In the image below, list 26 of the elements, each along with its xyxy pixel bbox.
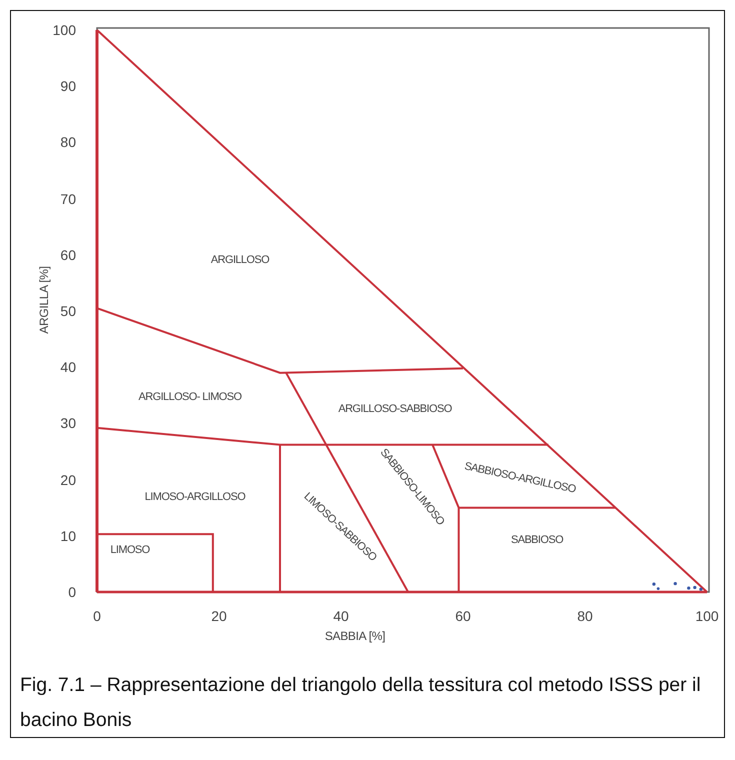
region-label: ARGILLOSO-SABBIOSO (338, 403, 452, 415)
figure-caption: Fig. 7.1 – Rappresentazione del triangolo della tessitura col metodo ISSS per il bacino Bonis (20, 673, 702, 733)
tick-label: 30 (60, 415, 76, 432)
region-label: ARGILLOSO- LIMOSO (138, 391, 242, 403)
tick-label: 40 (60, 359, 76, 376)
region-label: LIMOSO (110, 544, 150, 556)
tick-label: 90 (60, 78, 76, 94)
axis-title: ARGILLA [%] (37, 266, 51, 334)
axis-title: SABBIA [%] (324, 629, 386, 643)
tick-label: 10 (60, 528, 76, 544)
tick-label: 0 (93, 608, 101, 624)
tick-label: 100 (52, 22, 76, 38)
tick-label: 80 (577, 608, 593, 624)
tick-label: 40 (333, 608, 349, 624)
region-label: ARGILLOSO (210, 254, 270, 266)
tick-label: 20 (211, 608, 227, 624)
region-label: LIMOSO-ARGILLOSO (144, 491, 246, 503)
tick-label: 0 (68, 584, 76, 600)
tick-label: 60 (60, 246, 76, 263)
tick-label: 50 (60, 303, 76, 319)
tick-label: 100 (695, 608, 719, 624)
region-label: SABBIOSO (510, 534, 564, 546)
tick-label: 70 (60, 190, 76, 207)
tick-label: 80 (60, 134, 76, 150)
tick-label: 60 (455, 608, 471, 624)
tick-label: 20 (60, 472, 76, 488)
